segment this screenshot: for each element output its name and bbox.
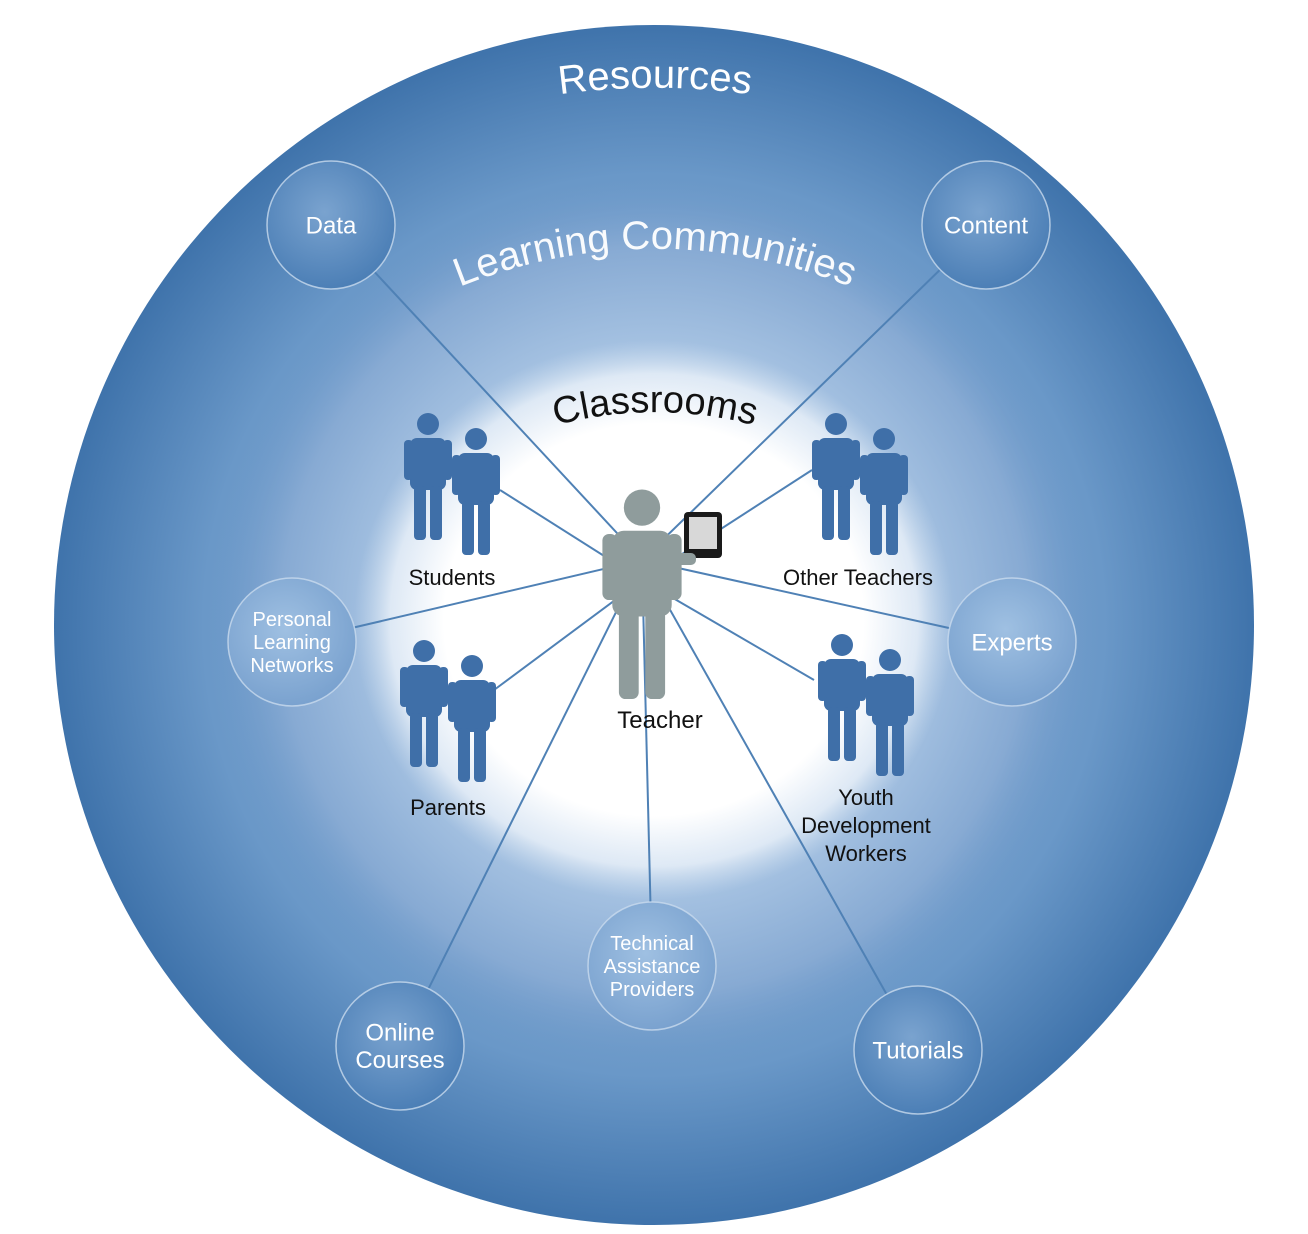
people-groups [400,413,914,782]
connector-experts [641,559,950,630]
resource-label-personal-learning-networks: Learning [253,632,331,654]
tablet-icon [676,512,722,565]
resource-label-personal-learning-networks: Networks [250,655,333,677]
group-label-parents: Parents [410,795,486,820]
group-youth-workers [818,634,914,776]
person-icon [818,634,866,761]
group-label-youth-workers: Workers [825,841,907,866]
group-parents [400,640,496,782]
resource-bubble-data [266,160,396,290]
person-icon [452,428,500,555]
teacher-label: Teacher [617,707,702,734]
resource-label-online-courses: Online [365,1020,434,1047]
resource-bubble-experts [947,577,1077,707]
person-icon [448,655,496,782]
group-label-youth-workers: Youth [838,785,893,810]
connector-data [373,271,643,561]
resource-bubble-tutorials [853,985,983,1115]
connector-tutorials [641,559,888,995]
person-icon [400,640,448,767]
person-icon [812,413,860,540]
resource-label-technical-assistance-providers: Providers [610,979,694,1001]
teacher-icon [602,489,682,699]
resource-content: Content [921,160,1051,290]
group-other-teachers [812,413,908,555]
group-label-other-teachers: Other Teachers [783,565,933,590]
resource-label-personal-learning-networks: Personal [253,609,332,631]
person-icon [860,428,908,555]
resource-bubble-content [921,160,1051,290]
person-icon [404,413,452,540]
connector-content [641,268,941,561]
resource-label-online-courses: Courses [355,1047,444,1074]
resource-label-technical-assistance-providers: Technical [610,933,693,955]
connector-online-courses [427,559,643,990]
resource-label-content: Content [944,212,1028,239]
resource-bubble-technical-assistance-providers [587,901,717,1031]
resource-data: Data [266,160,396,290]
connector-technical-assistance-providers [641,559,652,903]
group-label-students: Students [409,565,496,590]
resource-bubble-online-courses [335,981,465,1111]
resource-bubble-personal-learning-networks [227,577,357,707]
resource-tutorials: Tutorials [853,985,983,1115]
resource-label-experts: Experts [971,629,1052,656]
group-label-youth-workers: Development [801,813,931,838]
person-icon [866,649,914,776]
teacher-figure [602,489,722,699]
resource-label-tutorials: Tutorials [872,1037,963,1064]
group-students [404,413,500,555]
resource-label-technical-assistance-providers: Assistance [604,956,701,978]
resource-experts: Experts [947,577,1077,707]
connector-personal-learning-networks [354,559,643,629]
resource-label-data: Data [306,212,357,239]
resources-ring-title: Resources [556,53,755,103]
